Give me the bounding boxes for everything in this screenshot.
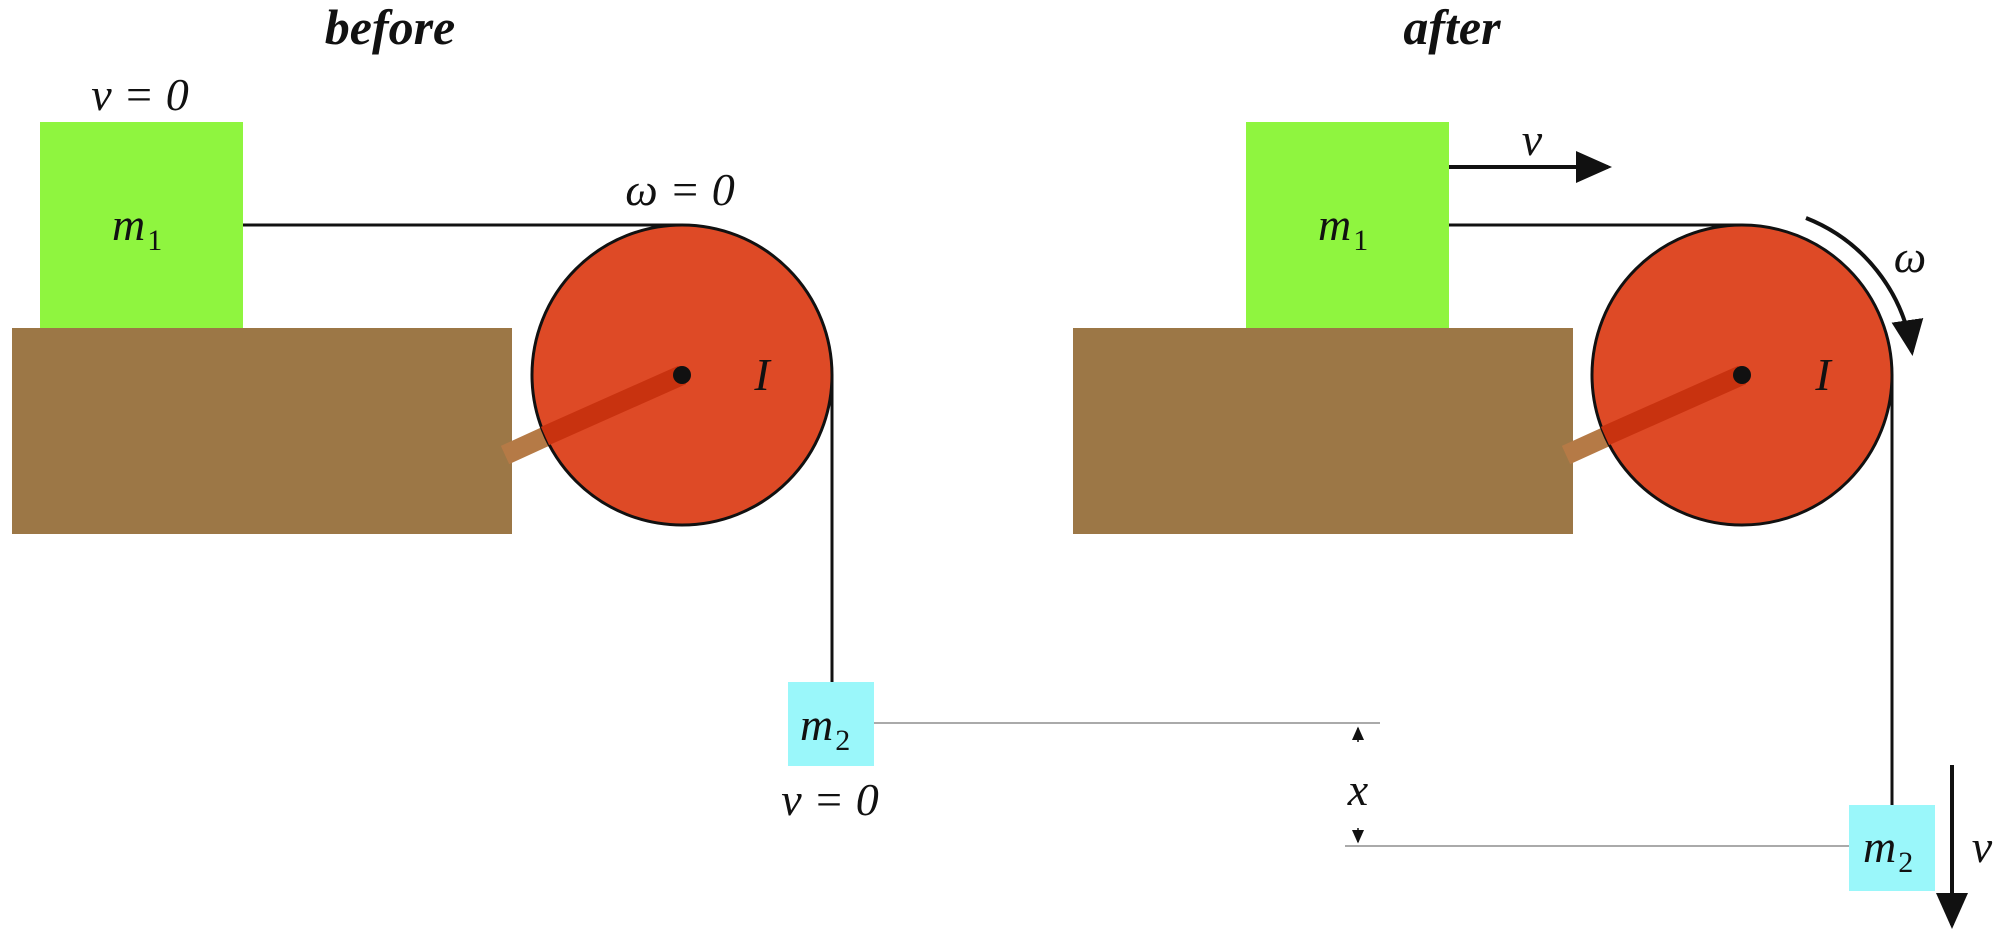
after-pulley-axle xyxy=(1733,366,1751,384)
before-block-m2 xyxy=(788,682,874,766)
after-m1-velocity: v xyxy=(1522,114,1543,165)
before-omega-label: ω = 0 xyxy=(625,164,735,215)
before-panel: before m1 v = 0 I ω = 0 m2 v = 0 xyxy=(12,0,879,825)
after-omega-arrow xyxy=(1805,216,1924,356)
before-title: before xyxy=(325,0,456,55)
after-block-m2 xyxy=(1849,805,1935,891)
after-inertia-label: I xyxy=(1814,349,1833,400)
before-m2-velocity: v = 0 xyxy=(781,774,878,825)
before-pulley-spoke xyxy=(540,365,687,446)
after-panel: after m1 v I ω m2 v xyxy=(1073,0,1993,929)
after-block-m1 xyxy=(1246,122,1449,328)
after-m2-label: m2 xyxy=(1863,821,1913,879)
displacement-indicator: x xyxy=(874,722,1850,847)
displacement-x-label: x xyxy=(1347,764,1369,815)
after-title: after xyxy=(1403,0,1501,55)
after-pulley-spoke xyxy=(1600,365,1747,446)
before-block-m1 xyxy=(40,122,243,328)
after-omega-label: ω xyxy=(1894,231,1926,282)
before-m1-velocity: v = 0 xyxy=(91,69,188,120)
before-m1-label: m1 xyxy=(112,199,162,257)
before-m2-label: m2 xyxy=(800,699,850,757)
after-m2-velocity: v xyxy=(1972,821,1993,872)
after-m1-label: m1 xyxy=(1318,199,1368,257)
after-table xyxy=(1073,328,1573,534)
before-inertia-label: I xyxy=(753,349,772,400)
before-pulley-axle xyxy=(673,366,691,384)
before-table xyxy=(12,328,512,534)
